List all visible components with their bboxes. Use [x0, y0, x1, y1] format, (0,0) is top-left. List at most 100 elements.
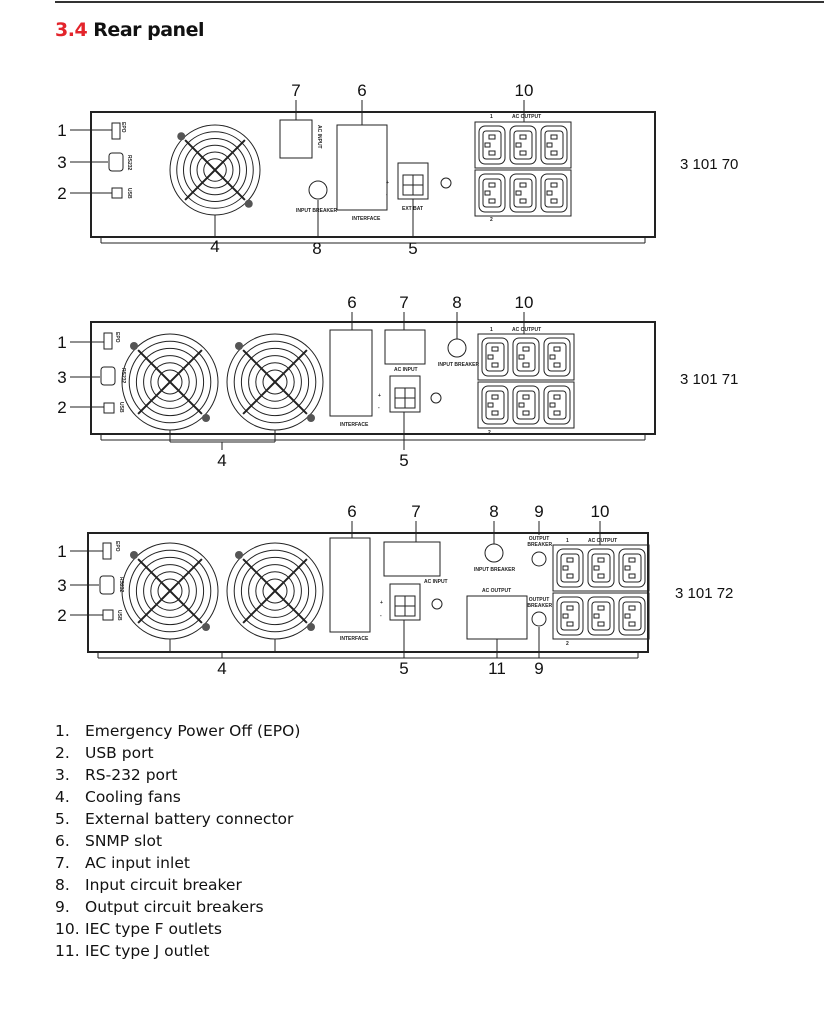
- outlet-face: [544, 130, 564, 160]
- ac-input-inlet: [279, 119, 313, 159]
- fan-ring: [150, 571, 190, 611]
- callout-8: 8: [312, 239, 321, 258]
- callout-10: 10: [591, 502, 610, 521]
- outlet-body: [618, 596, 646, 636]
- fan-ring: [143, 355, 197, 409]
- item-text: Output circuit breakers: [85, 898, 264, 916]
- usb-label: USB: [126, 188, 132, 199]
- ac-input-label: AC INPUT: [424, 579, 448, 585]
- diagram-3-101-71: 1 3 2 6 7 8 10 4 5 3 101 71: [57, 293, 738, 470]
- pin: [522, 346, 530, 352]
- fan-ring: [128, 549, 212, 633]
- pin: [550, 182, 558, 188]
- ac-output-label: AC OUTPUT: [512, 327, 541, 333]
- iec-outlet-icon: [543, 385, 571, 425]
- outlet-body: [587, 548, 615, 588]
- fan-ring: [143, 564, 197, 618]
- iec-outlet-icon: [543, 337, 571, 377]
- outlet-body: [587, 596, 615, 636]
- item-text: USB port: [85, 744, 154, 762]
- callout-7: 7: [399, 293, 408, 312]
- snmp-slot: [329, 329, 373, 417]
- fan-ring: [135, 556, 205, 626]
- pin: [553, 362, 561, 368]
- callout-6: 6: [347, 502, 356, 521]
- iec-outlet-icon: [478, 173, 506, 213]
- ac-input-label: AC INPUT: [394, 367, 418, 373]
- iec-outlet-icon: [481, 385, 509, 425]
- fan-ring: [233, 549, 317, 633]
- fan-icon: [121, 542, 219, 640]
- fan-ring: [248, 355, 302, 409]
- outlet-face: [485, 390, 505, 420]
- ext-battery-connector: [389, 375, 421, 413]
- rs232-port: [108, 152, 124, 172]
- callout-5: 5: [399, 451, 408, 470]
- iec-outlet-icon: [556, 596, 584, 636]
- list-item: 11.IEC type J outlet: [55, 940, 300, 962]
- pin: [522, 362, 530, 368]
- fan-guard: [242, 558, 308, 624]
- callout-10: 10: [515, 81, 534, 100]
- pin: [562, 613, 569, 619]
- epo-connector: [102, 542, 112, 560]
- pin: [566, 605, 574, 611]
- outlet-bank-1-label: 1: [490, 114, 493, 120]
- usb-label: USB: [118, 402, 124, 413]
- callout-9: 9: [534, 502, 543, 521]
- fan-ring: [150, 362, 190, 402]
- outlet-body: [512, 385, 540, 425]
- fan-ring: [262, 578, 288, 604]
- callout-7: 7: [411, 502, 420, 521]
- callout-5: 5: [399, 659, 408, 678]
- screw-icon: [202, 623, 210, 631]
- fan-ring: [157, 578, 183, 604]
- callout-3: 3: [57, 153, 66, 172]
- iec-outlet-icon: [512, 337, 540, 377]
- epo-label: EPO: [114, 541, 120, 552]
- minus-label: -: [380, 613, 382, 619]
- outlet-face: [560, 601, 580, 631]
- input-breaker-label: INPUT BREAKER: [438, 362, 480, 368]
- fan-ring: [203, 158, 227, 182]
- list-item: 2.USB port: [55, 742, 300, 764]
- outlet-body: [478, 125, 506, 165]
- callout-5: 5: [408, 239, 417, 258]
- outlet-body: [481, 337, 509, 377]
- list-item: 7.AC input inlet: [55, 852, 300, 874]
- outlet-body: [481, 385, 509, 425]
- pin: [546, 190, 553, 196]
- screw-icon: [130, 551, 138, 559]
- outlet-face: [513, 130, 533, 160]
- list-item: 10.IEC type F outlets: [55, 918, 300, 940]
- item-number: 8.: [55, 876, 70, 894]
- list-item: 9.Output circuit breakers: [55, 896, 300, 918]
- outlet-body: [540, 125, 568, 165]
- pin: [628, 557, 636, 563]
- item-number: 1.: [55, 722, 70, 740]
- pin: [566, 557, 574, 563]
- callout-1: 1: [57, 542, 66, 561]
- iec-outlet-icon: [512, 385, 540, 425]
- epo-connector: [111, 122, 121, 140]
- minus-label: -: [386, 192, 388, 198]
- output-breaker-label: OUTPUT BREAKER: [526, 597, 553, 609]
- pin: [484, 190, 491, 196]
- outlet-body: [509, 125, 537, 165]
- rs232-label: RS232: [126, 155, 132, 171]
- list-item: 4.Cooling fans: [55, 786, 300, 808]
- input-breaker: [447, 338, 467, 358]
- pin: [550, 134, 558, 140]
- rs232-port: [99, 575, 115, 595]
- usb-port: [103, 402, 115, 414]
- callout-7: 7: [291, 81, 300, 100]
- item-text: SNMP slot: [85, 832, 163, 850]
- list-item: 6.SNMP slot: [55, 830, 300, 852]
- plus-label: +: [380, 600, 383, 606]
- pin: [515, 142, 522, 148]
- pin: [488, 198, 496, 204]
- iec-outlet-icon: [540, 125, 568, 165]
- fan-ring: [157, 369, 183, 395]
- snmp-slot: [329, 537, 371, 633]
- callout-8: 8: [489, 502, 498, 521]
